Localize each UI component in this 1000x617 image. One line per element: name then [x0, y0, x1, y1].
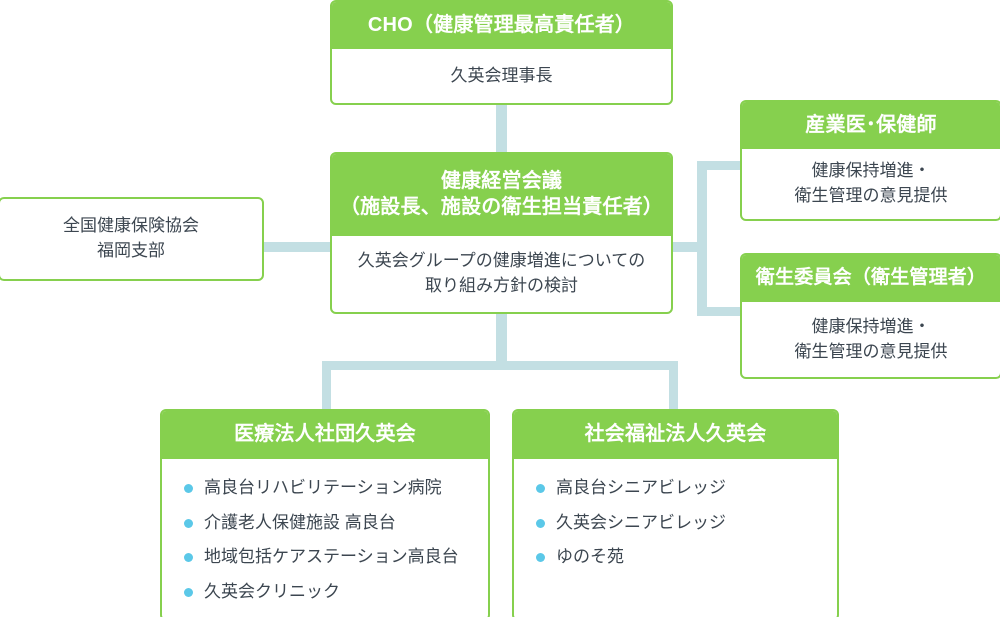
facility-list-welfare: 高良台シニアビレッジ久英会シニアビレッジゆのそ苑: [534, 475, 823, 570]
list-item: 地域包括ケアステーション高良台: [182, 544, 474, 570]
connector-right-bracket-vertical: [697, 161, 707, 316]
box-health-management-meeting: 健康経営会議 （施設長、施設の衛生担当責任者） 久英会グループの健康増進について…: [330, 152, 673, 314]
facility-list-medical: 高良台リハビリテーション病院介護老人保健施設 高良台地域包括ケアステーション高良…: [182, 475, 474, 617]
box-meeting-header-line1: 健康経営会議: [440, 170, 563, 193]
box-medical-corporation: 医療法人社団久英会 高良台リハビリテーション病院介護老人保健施設 高良台地域包括…: [160, 409, 490, 617]
box-health-insurance-association: 全国健康保険協会 福岡支部: [0, 197, 264, 281]
list-item: ゆのそ苑: [534, 544, 823, 570]
list-item: 高良台シニアビレッジ: [534, 475, 823, 501]
box-eisei-body-line1: 健康保持増進・: [811, 316, 931, 336]
box-sangyoi-body-line2: 衛生管理の意見提供: [794, 186, 948, 205]
connector-meeting-to-right-bracket: [671, 242, 707, 252]
connector-meeting-to-bottom-stem: [496, 312, 507, 362]
list-item: 高良台リハビリテーション病院: [182, 475, 474, 501]
list-item: 久英会クリニック: [182, 579, 474, 605]
connector-bracket-to-eisei: [697, 307, 743, 316]
box-meeting-body-line2: 取り組み方針の検討: [424, 276, 578, 295]
connector-bottom-to-fukushi: [669, 361, 678, 411]
connector-kyokai-to-meeting: [262, 242, 332, 252]
list-item: 介護老人保健施設 高良台: [182, 510, 474, 536]
box-kyokai-body: 全国健康保険協会 福岡支部: [0, 199, 262, 279]
box-cho-body: 久英会理事長: [450, 65, 553, 85]
box-iryo-body: 高良台リハビリテーション病院介護老人保健施設 高良台地域包括ケアステーション高良…: [162, 459, 488, 617]
box-meeting-body: 久英会グループの健康増進についての 取り組み方針の検討: [332, 236, 671, 312]
box-sangyoi-body: 健康保持増進・ 衛生管理の意見提供: [742, 149, 1000, 219]
box-meeting-header: 健康経営会議 （施設長、施設の衛生担当責任者）: [332, 154, 671, 236]
box-cho: CHO（健康管理最高責任者） 久英会理事長: [330, 0, 673, 105]
list-item: 久英会シニアビレッジ: [534, 510, 823, 536]
list-item: ゆのそピア: [182, 613, 474, 617]
box-cho-header: CHO（健康管理最高責任者）: [332, 2, 671, 49]
box-eisei-body-line2: 衛生管理の意見提供: [794, 341, 948, 361]
connector-bracket-to-sangyoi: [697, 161, 743, 170]
box-eisei-header: 衛生委員会（衛生管理者）: [742, 255, 1000, 302]
box-health-safety-committee: 衛生委員会（衛生管理者） 健康保持増進・ 衛生管理の意見提供: [740, 253, 1000, 379]
connector-cho-to-meeting: [496, 103, 507, 154]
box-kyokai-body-line2: 福岡支部: [97, 241, 165, 260]
box-meeting-header-line2: （施設長、施設の衛生担当責任者）: [339, 196, 664, 218]
box-meeting-body-line1: 久英会グループの健康増進についての: [357, 251, 646, 271]
box-fukushi-header: 社会福祉法人久英会: [514, 411, 837, 459]
box-social-welfare-corporation: 社会福祉法人久英会 高良台シニアビレッジ久英会シニアビレッジゆのそ苑: [512, 409, 839, 617]
connector-bottom-horizontal-bar: [322, 361, 678, 370]
box-sangyoi-header: 産業医･保健師: [742, 102, 1000, 149]
box-eisei-body: 健康保持増進・ 衛生管理の意見提供: [742, 302, 1000, 377]
box-kyokai-body-line1: 全国健康保険協会: [63, 216, 199, 236]
box-fukushi-body: 高良台シニアビレッジ久英会シニアビレッジゆのそ苑: [514, 459, 837, 617]
box-occupational-physician-nurse: 産業医･保健師 健康保持増進・ 衛生管理の意見提供: [740, 100, 1000, 221]
box-iryo-header: 医療法人社団久英会: [162, 411, 488, 459]
connector-bottom-to-iryo: [322, 361, 331, 411]
box-sangyoi-body-line1: 健康保持増進・: [811, 161, 931, 181]
